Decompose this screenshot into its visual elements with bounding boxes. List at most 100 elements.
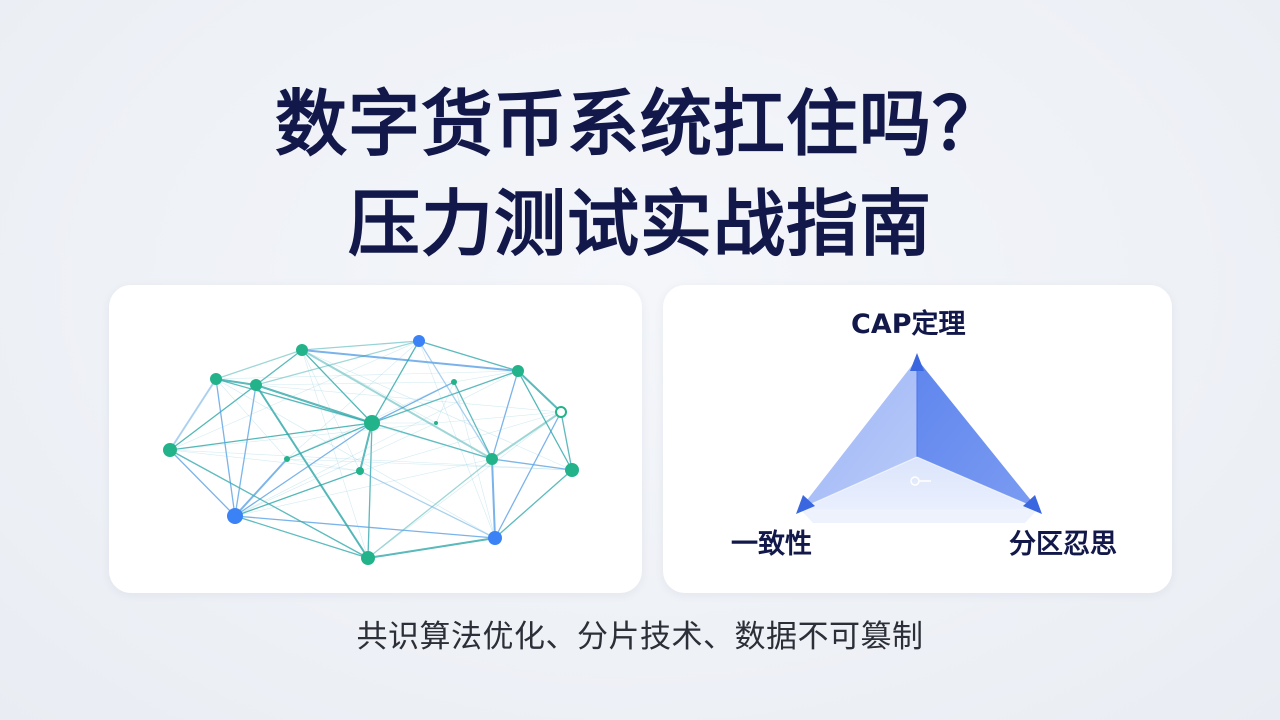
network-edge [367,458,493,559]
network-node [284,456,290,462]
network-mesh-line [234,515,369,559]
network-node [364,415,380,431]
network-edge [255,384,373,424]
network-node [296,344,308,356]
network-edge [169,378,217,451]
network-node [512,365,524,377]
network-edge [255,340,420,386]
network-mesh-line [367,422,373,559]
network-edge [367,422,373,559]
network-node [434,421,438,425]
network-node [227,508,243,524]
network-edge [560,411,573,471]
network-edge [418,340,519,372]
network-edge [494,411,562,539]
network-edge [234,422,373,517]
network-edge [255,349,303,386]
network-edge [359,470,496,539]
network-edge [301,349,519,372]
network-mesh-line [169,449,361,472]
network-edge [234,458,288,517]
network-mesh-line [286,458,573,471]
network-edge [215,378,373,424]
network-mesh-line [560,411,573,471]
triangle-edge [799,456,918,510]
network-mesh-line [169,422,437,451]
network-edge [301,349,493,460]
network-mesh-line [234,458,493,517]
network-edge [453,381,493,460]
network-mesh-line [359,411,562,472]
network-edge [517,370,562,413]
network-edge [371,370,519,424]
network-mesh-line [169,378,217,451]
network-mesh-line [255,384,373,424]
page-title-line-1: 数字货币系统扛住吗？ [274,82,1005,166]
network-mesh-line [359,470,496,539]
network-mesh-line [215,378,257,386]
network-mesh-line [453,381,496,539]
network-edge [371,422,493,460]
triangle-face-left [800,359,917,509]
network-edge [359,422,373,472]
network-mesh-line [371,370,519,424]
network-node [565,463,579,477]
network-mesh-line [255,349,303,386]
network-node [250,379,262,391]
network-edge [234,515,496,539]
network-mesh-line [215,378,288,460]
cap-consistency-label: 一致性 [731,529,812,560]
network-mesh-line [491,458,573,471]
network-node [163,443,177,457]
network-mesh-line [301,340,420,351]
network-edge [215,349,303,380]
network-edge [494,469,573,539]
network-mesh-line [234,458,288,517]
network-edge [491,411,562,460]
arrow-top-icon [910,353,924,371]
triangle-base-shadow [800,509,1038,523]
network-graph-illustration [163,335,579,565]
network-mesh-line [234,370,519,517]
network-edge [301,349,373,424]
network-edge [215,378,236,517]
cap-triangle-illustration [796,353,1042,523]
network-mesh-line [435,381,455,424]
network-node [210,373,222,385]
network-node [488,531,502,545]
network-mesh-line [359,422,373,472]
network-edge [301,340,420,351]
network-mesh-line [255,384,562,413]
cap-partition-label: 分区忍思 [1009,529,1117,560]
network-mesh-line [169,449,369,559]
network-edge [418,340,493,460]
network-mesh-line [367,537,496,559]
network-edge [371,381,455,424]
network-mesh-line [301,349,573,471]
network-mesh-line [435,411,562,424]
cap-title: CAP定理 [851,309,966,340]
cap-card: CAP定理 一致性 分区忍思 [663,285,1172,593]
network-edge [169,449,236,517]
network-mesh-line [234,422,437,517]
network-edge [215,378,257,386]
network-edge [234,470,361,517]
network-edge [255,384,369,559]
triangle-edge [916,456,1039,510]
network-mesh-line [255,381,455,386]
network-edge [169,422,373,451]
network-edge [234,515,369,559]
network-mesh-line [494,469,573,539]
network-edge [169,384,257,451]
subtitle: 共识算法优化、分片技术、数据不可篡制 [356,619,924,655]
network-edge [491,458,573,471]
arrow-right-icon [1023,495,1042,514]
page-title-line-2: 压力测试实战指南 [347,182,932,266]
network-edge [169,449,369,559]
network-node [451,379,457,385]
network-mesh-line [418,340,519,372]
network-mesh-line [286,458,361,472]
network-node [356,467,364,475]
network-mesh-line [367,411,562,559]
